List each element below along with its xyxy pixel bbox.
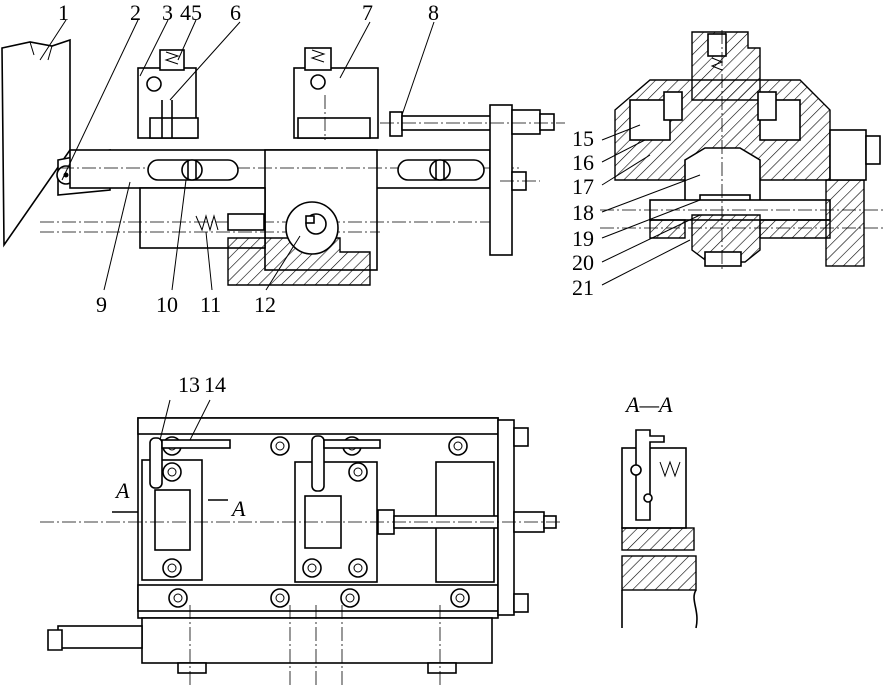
hatched-section <box>227 237 371 286</box>
label-15: 15 <box>572 126 594 151</box>
label-17: 17 <box>572 174 594 199</box>
front-view <box>1 38 565 286</box>
label-45: 45 <box>180 0 202 25</box>
label-19: 19 <box>572 226 594 251</box>
leader-lines <box>39 19 435 291</box>
part-labels: 1 2 3 45 6 7 8 9 10 11 12 13 14 15 16 17… <box>58 0 673 521</box>
section-marker-right: A <box>230 496 246 521</box>
spring-icon <box>195 214 219 232</box>
lower-block-section <box>691 214 761 263</box>
section-a-a <box>621 429 698 629</box>
right-block-section <box>825 179 865 267</box>
spring-icon <box>164 51 180 65</box>
label-11: 11 <box>200 292 221 317</box>
label-13: 13 <box>178 372 200 397</box>
label-9: 9 <box>96 292 107 317</box>
workpiece-plate <box>1 38 71 248</box>
label-20: 20 <box>572 250 594 275</box>
section-marker-left: A <box>114 478 130 503</box>
section-title: A—A <box>624 392 673 417</box>
label-10: 10 <box>156 292 178 317</box>
label-3: 3 <box>162 0 173 25</box>
label-8: 8 <box>428 0 439 25</box>
screw-head-icon <box>181 159 203 181</box>
base-plate <box>141 617 493 664</box>
label-21: 21 <box>572 275 594 300</box>
label-12: 12 <box>254 292 276 317</box>
plan-view <box>40 399 560 688</box>
label-18: 18 <box>572 200 594 225</box>
spring-icon <box>710 57 724 71</box>
section-lever <box>635 429 665 521</box>
label-14: 14 <box>204 372 226 397</box>
label-6: 6 <box>230 0 241 25</box>
end-plate <box>489 104 513 256</box>
lever-14 <box>311 435 325 492</box>
spring-icon <box>659 460 681 478</box>
side-section-view <box>600 30 885 286</box>
label-16: 16 <box>572 150 594 175</box>
lever-13 <box>149 437 163 489</box>
label-1: 1 <box>58 0 69 25</box>
label-7: 7 <box>362 0 373 25</box>
spring-icon <box>310 49 326 63</box>
section-upper <box>621 447 687 529</box>
screw-head-icon <box>429 159 451 181</box>
label-2: 2 <box>130 0 141 25</box>
